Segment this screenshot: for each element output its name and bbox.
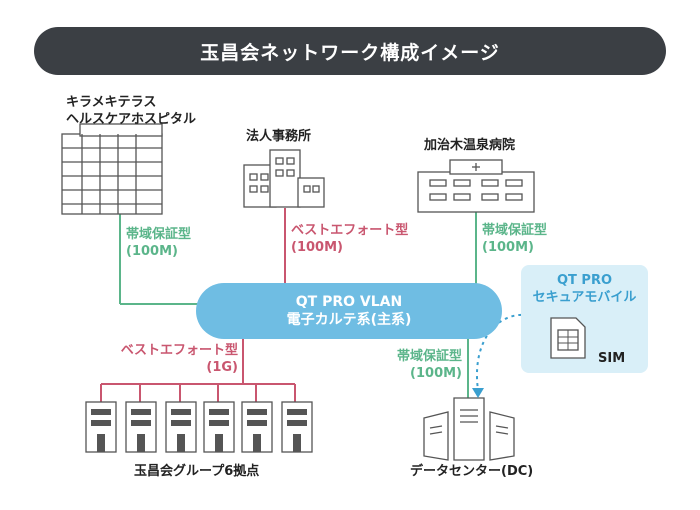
- site-label-kirame: キラメキテラス ヘルスケアホスピタル: [66, 94, 196, 128]
- site-label-kirame-line2: ヘルスケアホスピタル: [66, 112, 197, 127]
- mobile-label: QT PRO セキュアモバイル: [521, 272, 648, 306]
- hospital-icon: [417, 159, 535, 213]
- branch-drops: [100, 384, 296, 402]
- hospital-building-icon: [61, 123, 163, 215]
- link-speed-dc: (100M): [410, 366, 462, 381]
- sim-label: SIM: [598, 351, 626, 366]
- link-label-group: ベストエフォート型 (1G): [114, 342, 238, 376]
- link-speed-kirame: (100M): [126, 244, 178, 259]
- arrow-head-icon: [472, 388, 484, 398]
- branch-building-icon: [85, 401, 313, 453]
- site-label-kirame-line1: キラメキテラス: [66, 95, 157, 110]
- vlan-system: 電子カルテ系(主系): [286, 312, 412, 328]
- link-type-law: ベストエフォート型: [291, 223, 409, 238]
- link-speed-law: (100M): [291, 240, 343, 255]
- link-type-kajiki: 帯域保証型: [482, 223, 548, 238]
- sim-card-icon: [550, 317, 586, 359]
- page-title: 玉昌会ネットワーク構成イメージ: [34, 27, 666, 75]
- vlan-name: QT PRO VLAN: [295, 294, 403, 310]
- vlan-network: QT PRO VLAN 電子カルテ系(主系): [196, 283, 502, 339]
- office-building-icon: [243, 149, 325, 208]
- mobile-label-line2: セキュアモバイル: [532, 290, 637, 305]
- link-speed-kajiki: (100M): [482, 240, 534, 255]
- link-label-kirame: 帯域保証型 (100M): [126, 226, 191, 260]
- link-label-dc: 帯域保証型 (100M): [388, 348, 462, 382]
- site-label-group: 玉昌会グループ6拠点: [134, 464, 260, 479]
- link-type-kirame: 帯域保証型: [126, 227, 192, 242]
- site-label-dc: データセンター(DC): [410, 464, 534, 479]
- branch-windows: [91, 409, 307, 452]
- link-type-group: ベストエフォート型: [120, 343, 238, 358]
- mobile-label-line1: QT PRO: [556, 273, 613, 288]
- link-label-law: ベストエフォート型 (100M): [291, 222, 408, 256]
- link-type-dc: 帯域保証型: [396, 349, 462, 364]
- site-label-law: 法人事務所: [246, 129, 312, 144]
- server-icon: [423, 397, 515, 461]
- link-speed-group: (1G): [206, 360, 238, 375]
- site-label-kajiki: 加治木温泉病院: [424, 138, 516, 153]
- link-label-kajiki: 帯域保証型 (100M): [482, 222, 547, 256]
